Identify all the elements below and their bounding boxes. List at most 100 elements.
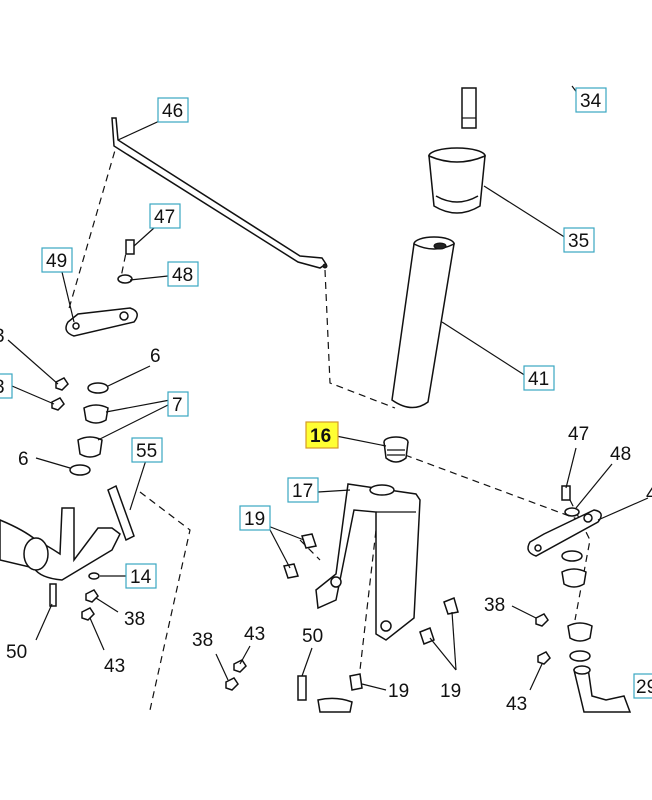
callout-46: 46 bbox=[157, 97, 189, 123]
callout-49: 49 bbox=[41, 247, 73, 273]
part-6-washer-upper-left bbox=[87, 382, 109, 394]
part-50-bolt-center bbox=[297, 675, 307, 701]
callout-50-left: 50 bbox=[6, 642, 27, 663]
part-16-bushing bbox=[383, 436, 409, 463]
callout-17-label: 17 bbox=[292, 481, 313, 502]
callout-6-upper: 6 bbox=[150, 346, 161, 367]
part-3-nut-a bbox=[55, 377, 69, 391]
callout-43-center-label: 43 bbox=[244, 624, 265, 645]
part-38-nut-center bbox=[225, 677, 239, 691]
callout-34: 34 bbox=[575, 87, 607, 113]
frame-piece-lower bbox=[317, 697, 353, 713]
callout-19-upper: 19 bbox=[239, 505, 271, 531]
callout-14: 14 bbox=[125, 563, 157, 589]
part-43-nut-center bbox=[233, 659, 247, 673]
callout-55: 55 bbox=[131, 437, 163, 463]
callout-50-center: 50 bbox=[302, 626, 323, 647]
callout-38-right-label: 38 bbox=[484, 595, 505, 616]
leader-lines bbox=[7, 85, 649, 691]
part-41-column-tube bbox=[391, 236, 455, 409]
part-49-steering-arm-left bbox=[65, 307, 138, 337]
callout-48-left: 48 bbox=[167, 261, 199, 287]
part-34-shaft bbox=[461, 87, 477, 129]
callout-35-label: 35 bbox=[568, 231, 589, 252]
callout-29: 29 bbox=[633, 673, 652, 699]
callout-19-lower-right-label: 19 bbox=[440, 681, 461, 702]
callout-19-lower-left-label: 19 bbox=[388, 681, 409, 702]
part-43-nut-left bbox=[81, 607, 95, 621]
callout-47-left: 47 bbox=[149, 203, 181, 229]
callout-48-right: 48 bbox=[610, 444, 631, 465]
part-14-washer-left bbox=[88, 572, 100, 580]
callout-41: 41 bbox=[523, 365, 555, 391]
callout-43-left: 43 bbox=[104, 656, 125, 677]
part-55-bolt-left bbox=[107, 484, 135, 542]
callout-38-left-label: 38 bbox=[124, 609, 145, 630]
callout-38-center-label: 38 bbox=[192, 630, 213, 651]
callout-29-label: 29 bbox=[636, 677, 652, 698]
part-47-bolt-left bbox=[125, 239, 135, 255]
callout-3-lower-label: 3 bbox=[0, 377, 5, 398]
part-47-bolt-right bbox=[561, 485, 571, 501]
part-38-nut-right bbox=[535, 613, 549, 627]
part-3-nut-b bbox=[51, 397, 65, 411]
callout-38-left: 38 bbox=[124, 609, 145, 630]
callout-6-upper-label: 6 bbox=[150, 346, 161, 367]
callout-43-center: 43 bbox=[244, 624, 265, 645]
part-17-column-bracket bbox=[315, 483, 421, 641]
callout-14-label: 14 bbox=[130, 567, 152, 588]
spindle-right bbox=[573, 665, 632, 713]
part-50-bolt-left bbox=[49, 583, 57, 607]
callout-41-label: 41 bbox=[528, 369, 549, 390]
callout-6-lower: 6 bbox=[18, 449, 29, 470]
callout-4-label: 4 bbox=[646, 484, 652, 505]
callout-17: 17 bbox=[287, 477, 319, 503]
callout-6-lower-label: 6 bbox=[18, 449, 29, 470]
callout-16: 16 bbox=[305, 421, 339, 449]
callout-19-lower-left: 19 bbox=[388, 681, 409, 702]
part-7-bushing-right bbox=[561, 568, 593, 642]
callout-55-label: 55 bbox=[136, 441, 157, 462]
callout-48-right-label: 48 bbox=[610, 444, 631, 465]
callout-19-lower-right: 19 bbox=[440, 681, 461, 702]
part-46-tie-rod bbox=[111, 117, 328, 269]
callout-48-left-label: 48 bbox=[172, 265, 193, 286]
callout-49-label: 49 bbox=[46, 251, 67, 272]
callout-3-upper-label: 3 bbox=[0, 326, 5, 347]
part-19-bolts-center bbox=[283, 533, 317, 579]
part-35-boot bbox=[428, 147, 486, 214]
callout-16-label: 16 bbox=[310, 426, 331, 447]
callout-47-left-label: 47 bbox=[154, 207, 175, 228]
callout-7: 7 bbox=[167, 391, 189, 417]
callout-38-right: 38 bbox=[484, 595, 505, 616]
callout-47-right-label: 47 bbox=[568, 424, 589, 445]
callout-50-left-label: 50 bbox=[6, 642, 27, 663]
part-6-washer-lower-left bbox=[69, 464, 91, 476]
part-6-washer-right-lower bbox=[569, 650, 591, 662]
part-7-bushing-lower-left bbox=[77, 436, 103, 458]
callout-47-right: 47 bbox=[568, 424, 589, 445]
callout-3-upper: 3 bbox=[0, 326, 5, 347]
part-6-washer-right bbox=[561, 550, 583, 562]
callout-3-lower: 3 bbox=[0, 373, 13, 399]
part-48-washer-right bbox=[564, 507, 580, 517]
part-38-nut-left bbox=[85, 589, 99, 603]
part-7-bushing-upper-left bbox=[83, 404, 109, 424]
callout-43-left-label: 43 bbox=[104, 656, 125, 677]
part-49-steering-arm-right bbox=[527, 509, 602, 557]
part-43-nut-right bbox=[537, 651, 551, 665]
callout-43-right: 43 bbox=[506, 694, 527, 715]
callout-50-center-label: 50 bbox=[302, 626, 323, 647]
callout-38-center: 38 bbox=[192, 630, 213, 651]
part-48-washer-left bbox=[117, 274, 133, 284]
callout-35: 35 bbox=[563, 227, 595, 253]
part-19-bolts-lower bbox=[349, 596, 459, 691]
callout-46-label: 46 bbox=[162, 101, 183, 122]
callout-7-label: 7 bbox=[172, 395, 183, 416]
spindle-left bbox=[0, 507, 121, 581]
callout-19-upper-label: 19 bbox=[244, 509, 265, 530]
callout-43-right-label: 43 bbox=[506, 694, 527, 715]
callout-34-label: 34 bbox=[580, 91, 602, 112]
callout-4: 4 bbox=[646, 484, 652, 505]
